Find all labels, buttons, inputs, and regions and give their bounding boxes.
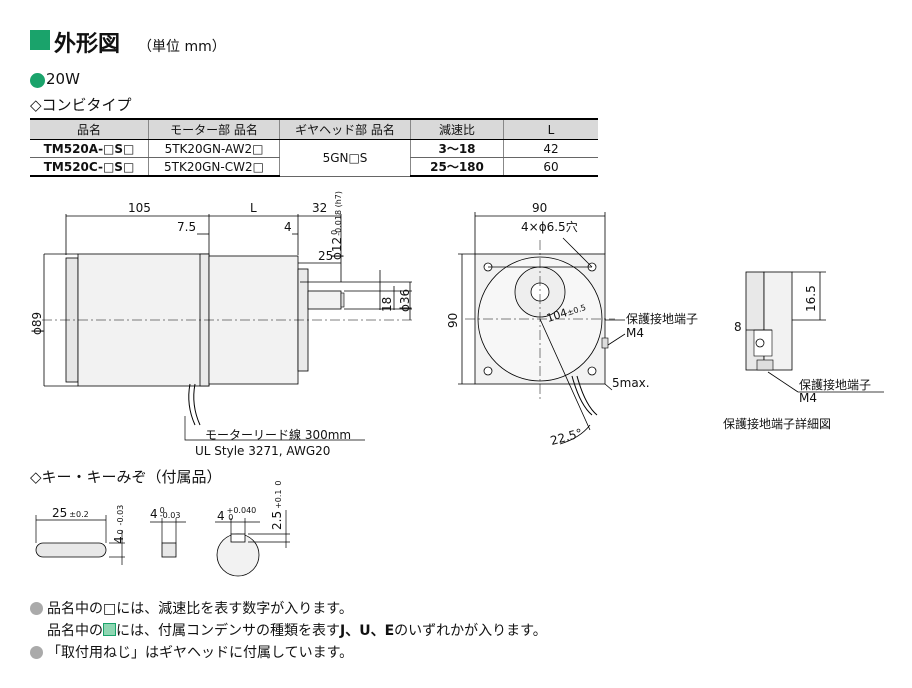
note-2-pre: 品名中の [47, 623, 103, 639]
detail-m4: M4 [799, 391, 817, 405]
th-motor: モーター部 品名 [148, 118, 280, 140]
note-2-post: のいずれかが入ります。 [394, 623, 547, 639]
slot-width: 4+0.0400 [217, 506, 256, 523]
type-heading: ◇コンビタイプ [30, 96, 132, 114]
dim-5max: 5max. [612, 376, 650, 390]
dim-89: ϕ89 [30, 311, 44, 335]
note-2-mid: には、付属コンデンサの種類を表す [116, 623, 340, 639]
key-heading: ◇キー・キーみぞ（付属品） [30, 468, 222, 486]
dim-32: 32 [312, 201, 328, 215]
cell-model: TM520C-□S□ [30, 157, 149, 177]
slot-depth: 2.5+0.1 0 [270, 481, 284, 530]
dim-90-top: 90 [532, 201, 548, 215]
green-bullet-icon [30, 73, 45, 88]
dim-18: 18 [380, 296, 394, 312]
green-square-icon [103, 623, 116, 636]
dim-4: 4 [284, 220, 292, 234]
dim-25: 25 [318, 249, 334, 263]
key-height: 40 -0.03 [112, 505, 126, 544]
spec-table: 品名 モーター部 品名 ギヤヘッド部 品名 減速比 L TM520A-□S□ 5… [30, 118, 598, 177]
dim-shaft: ϕ120-0.018 (h7) [330, 191, 344, 260]
key-length-tol: ±0.2 [69, 510, 89, 519]
th-gearhead: ギヤヘッド部 品名 [279, 118, 411, 140]
cell-ratio: 25～180 [410, 157, 504, 177]
shaft-dia: ϕ12 [330, 236, 344, 260]
key-length: 25±0.2 [52, 506, 89, 520]
title-marker [30, 30, 50, 50]
cell-l: 42 [503, 139, 598, 158]
lead-label: モーターリード線 300mm [205, 428, 352, 442]
key-width-value: 4 [150, 507, 158, 521]
th-l: L [503, 118, 598, 140]
slot-depth-tol-top: +0.1 [274, 489, 283, 509]
ground-terminal-label: 保護接地端子 [626, 312, 699, 326]
cell-ratio: 3～18 [410, 139, 504, 158]
gray-bullet-icon [30, 646, 43, 659]
dim-7-5: 7.5 [177, 220, 197, 234]
dim-105: 105 [128, 201, 151, 215]
cell-model: TM520A-□S□ [30, 139, 149, 158]
cell-l: 60 [503, 157, 598, 177]
key-width-tol-top: 0 [159, 506, 165, 515]
note-1-text: 品名中の□には、減速比を表す数字が入ります。 [47, 601, 353, 617]
table-row: TM520A-□S□ 5TK20GN-AW2□ 5GN□S 3～18 42 [30, 139, 598, 177]
unit-note: （単位 mm） [138, 39, 226, 55]
key-height-value: 4 [112, 536, 126, 544]
detail-caption: 保護接地端子詳細図 [723, 417, 832, 431]
key-height-tol-top: 0 [116, 529, 125, 535]
cell-motor: 5TK20GN-AW2□ [148, 139, 280, 158]
wattage-label: 20W [46, 70, 80, 88]
dim-90-left: 90 [446, 312, 460, 328]
slot-width-tol-bot: 0 [228, 513, 234, 522]
note-2: 品名中のには、付属コンデンサの種類を表すJ、U、Eのいずれかが入ります。 [47, 620, 547, 640]
table-row: TM520C-□S□ 5TK20GN-CW2□ 25～180 60 [30, 157, 598, 177]
dim-16-5: 16.5 [804, 285, 818, 312]
slot-width-tol-top: +0.040 [226, 506, 257, 515]
m4-label: M4 [626, 326, 644, 340]
page-title: 外形図 [54, 32, 121, 57]
cell-motor: 5TK20GN-CW2□ [148, 157, 280, 177]
shaft-tol-bot: -0.018 (h7) [334, 190, 343, 236]
lead-spec: UL Style 3271, AWG20 [195, 444, 331, 458]
slot-depth-tol-bot: 0 [274, 480, 283, 486]
gray-bullet-icon [30, 602, 43, 615]
dim-l: L [250, 201, 257, 215]
note-2-codes: J、U、E [340, 623, 395, 639]
th-model: 品名 [30, 118, 149, 140]
slot-width-value: 4 [217, 509, 225, 523]
key-height-tol-bot: -0.03 [116, 504, 125, 526]
note-3-text: 「取付用ねじ」はギヤヘッドに付属しています。 [47, 645, 354, 661]
key-width-tol-bot: -0.03 [159, 511, 181, 520]
note-1: 品名中の□には、減速比を表す数字が入ります。 [30, 598, 353, 618]
holes-label: 4×ϕ6.5穴 [521, 220, 578, 234]
note-3: 「取付用ねじ」はギヤヘッドに付属しています。 [30, 642, 353, 662]
cell-gearhead: 5GN□S [279, 139, 411, 177]
dim-8: 8 [734, 320, 742, 334]
slot-depth-value: 2.5 [270, 510, 284, 530]
key-length-value: 25 [52, 506, 68, 520]
th-ratio: 減速比 [410, 118, 504, 140]
dim-36: ϕ36 [398, 288, 412, 312]
detail-terminal-label: 保護接地端子 [799, 378, 872, 392]
